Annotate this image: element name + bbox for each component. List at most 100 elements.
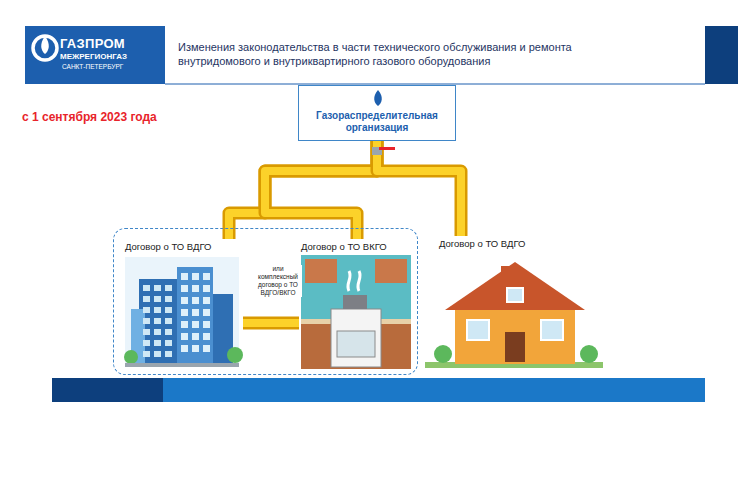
illustration-part (143, 273, 210, 357)
group-frame: или комплексный договор о ТО ВДГО/ВКГО До… (113, 228, 418, 375)
logo-flame (41, 36, 49, 54)
kitchen-panel: Договор о ТО ВКГО (299, 239, 413, 371)
window (181, 321, 188, 328)
pipe-stroke (377, 141, 461, 236)
header-panel (165, 26, 705, 84)
illustration-part (227, 347, 243, 363)
illustration-part (505, 332, 525, 362)
illustration-part (501, 266, 513, 280)
pipe-stroke (265, 141, 377, 239)
date-note: с 1 сентября 2023 года (22, 110, 157, 124)
window (143, 307, 150, 313)
illustration-part (125, 363, 239, 367)
illustration (121, 239, 243, 371)
window (143, 329, 150, 335)
org-box: Газораспределительная организация (298, 85, 456, 141)
illustration-part (434, 345, 452, 363)
window (203, 333, 210, 340)
window (154, 340, 161, 346)
house-panel: Договор о ТО ВДГО (425, 236, 603, 372)
illustration-part (374, 90, 382, 106)
gas-pipe (229, 141, 377, 239)
logo-panel (25, 26, 165, 84)
illustration (425, 236, 603, 372)
pipe-stroke (377, 141, 461, 236)
window (192, 333, 199, 340)
pipe-stroke (243, 319, 299, 327)
illustration (299, 239, 413, 371)
window (154, 318, 161, 324)
window (143, 296, 150, 302)
window (165, 318, 172, 324)
illustration-part (541, 320, 563, 340)
window (165, 329, 172, 335)
window (165, 340, 172, 346)
node-label: Договор о ТО ВДГО (125, 241, 211, 252)
valve-handle (379, 147, 395, 150)
illustration-part (507, 288, 523, 302)
node-label: Договор о ТО ВКГО (301, 241, 387, 252)
illustration-part (305, 259, 337, 283)
window (203, 321, 210, 328)
window (154, 285, 161, 291)
pipe-stroke (229, 141, 377, 239)
window (165, 285, 172, 291)
pipe-stroke (229, 141, 377, 239)
window (165, 351, 172, 357)
illustration-part (177, 267, 213, 363)
window (181, 273, 188, 280)
window (203, 273, 210, 280)
footer-dark (52, 378, 163, 402)
logo-text: МЕЖРЕГИОНГАЗ (60, 52, 127, 61)
window (181, 297, 188, 304)
window (143, 318, 150, 324)
window (154, 296, 161, 302)
window (192, 345, 199, 352)
window (192, 285, 199, 292)
window (203, 309, 210, 316)
window (154, 351, 161, 357)
window (192, 321, 199, 328)
node-label: или комплексный договор о ТО ВДГО/ВКГО (254, 265, 302, 297)
window (192, 297, 199, 304)
illustration-part (455, 306, 575, 364)
window (143, 351, 150, 357)
valve (372, 147, 395, 155)
window (165, 296, 172, 302)
window (181, 309, 188, 316)
logo-text: ГАЗПРОМ (60, 36, 125, 51)
logo-ring (33, 36, 57, 60)
footer-light (163, 378, 705, 402)
window (154, 329, 161, 335)
illustration-part (343, 295, 367, 309)
header-end (705, 26, 738, 84)
illustration-part (331, 309, 381, 367)
window (143, 340, 150, 346)
illustration-part (445, 262, 585, 310)
node-label: Газораспределительная организация (303, 110, 451, 134)
gas-pipe (265, 141, 377, 239)
illustration-part (467, 320, 489, 340)
window (192, 309, 199, 316)
window (203, 297, 210, 304)
illustration-part (301, 255, 411, 369)
window (154, 307, 161, 313)
pipe-stroke (265, 141, 377, 239)
pipe-stroke (243, 317, 299, 330)
window (192, 273, 199, 280)
illustration-part (337, 331, 375, 357)
illustration-part (375, 259, 407, 283)
illustration-part (124, 350, 138, 364)
gas-pipe (243, 323, 299, 324)
window (203, 345, 210, 352)
gas-pipe (377, 141, 461, 236)
window (203, 285, 210, 292)
illustration-part (580, 345, 598, 363)
window (181, 333, 188, 340)
header-title: Изменения законодательства в части техни… (178, 40, 618, 68)
window (143, 285, 150, 291)
illustration-part (348, 271, 360, 291)
window (181, 285, 188, 292)
window (181, 345, 188, 352)
